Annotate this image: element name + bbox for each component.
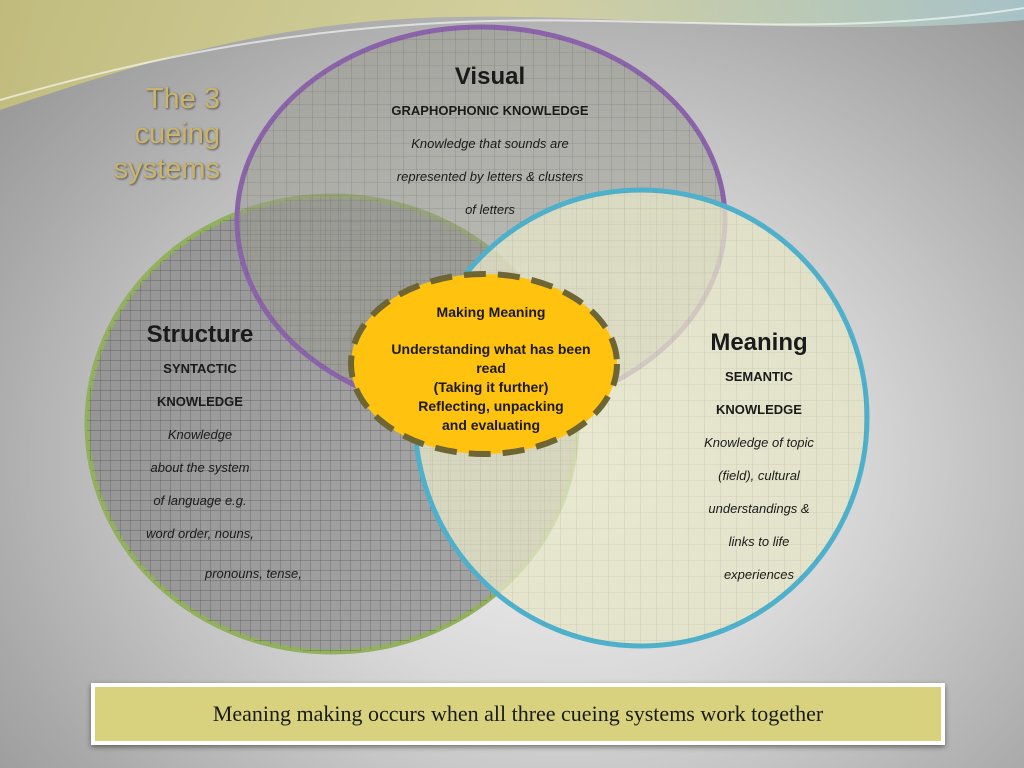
summary-banner: Meaning making occurs when all three cue…	[91, 683, 945, 745]
structure-text-block: Structure SYNTACTIC KNOWLEDGE Knowledge …	[120, 318, 280, 550]
center-line-3: (Taking it further)	[433, 379, 549, 395]
title-line-1: The 3	[145, 83, 220, 115]
structure-line-5: pronouns, tense,	[205, 566, 302, 581]
structure-line-2: about the system	[150, 460, 250, 475]
slide-title: The 3 cueing systems	[60, 82, 220, 187]
structure-line-3: of language e.g.	[153, 493, 247, 508]
meaning-line-2: (field), cultural	[718, 468, 800, 483]
title-line-2: cueing	[134, 118, 220, 150]
top-swoosh-line	[0, 7, 1024, 101]
structure-line-1: Knowledge	[167, 427, 233, 442]
structure-sub-1: SYNTACTIC	[163, 361, 237, 376]
meaning-sub-1: SEMANTIC	[725, 369, 793, 384]
visual-line-1: Knowledge that sounds are	[411, 136, 569, 151]
meaning-sub-2: KNOWLEDGE	[716, 402, 802, 417]
title-line-3: systems	[113, 153, 220, 185]
meaning-line-1: Knowledge of topic	[704, 435, 814, 450]
structure-sub-2: KNOWLEDGE	[157, 394, 243, 409]
structure-heading: Structure	[146, 321, 254, 348]
visual-line-2: represented by letters & clusters	[396, 169, 584, 184]
meaning-line-3: understandings &	[708, 501, 810, 516]
center-line-4: Reflecting, unpacking	[418, 398, 564, 414]
meaning-line-4: links to life	[728, 534, 790, 549]
meaning-text-block: Meaning SEMANTIC KNOWLEDGE Knowledge of …	[680, 326, 838, 591]
top-swoosh	[0, 0, 1024, 110]
center-heading: Making Meaning	[436, 304, 546, 320]
center-line-2: read	[476, 360, 506, 376]
center-line-1: Understanding what has been	[391, 341, 591, 357]
summary-banner-text: Meaning making occurs when all three cue…	[212, 701, 824, 726]
structure-line-4: word order, nouns,	[146, 526, 254, 541]
visual-text-block: Visual GRAPHOPHONIC KNOWLEDGE Knowledge …	[340, 60, 640, 226]
visual-heading: Visual	[454, 63, 526, 90]
making-meaning-ellipse	[348, 271, 620, 457]
meaning-line-5: experiences	[723, 567, 795, 582]
visual-subheading: GRAPHOPHONIC KNOWLEDGE	[391, 103, 589, 118]
visual-line-3: of letters	[465, 202, 515, 217]
making-meaning-text: Making Meaning Understanding what has be…	[366, 303, 616, 435]
meaning-heading: Meaning	[710, 329, 808, 356]
center-line-5: and evaluating	[441, 417, 541, 433]
